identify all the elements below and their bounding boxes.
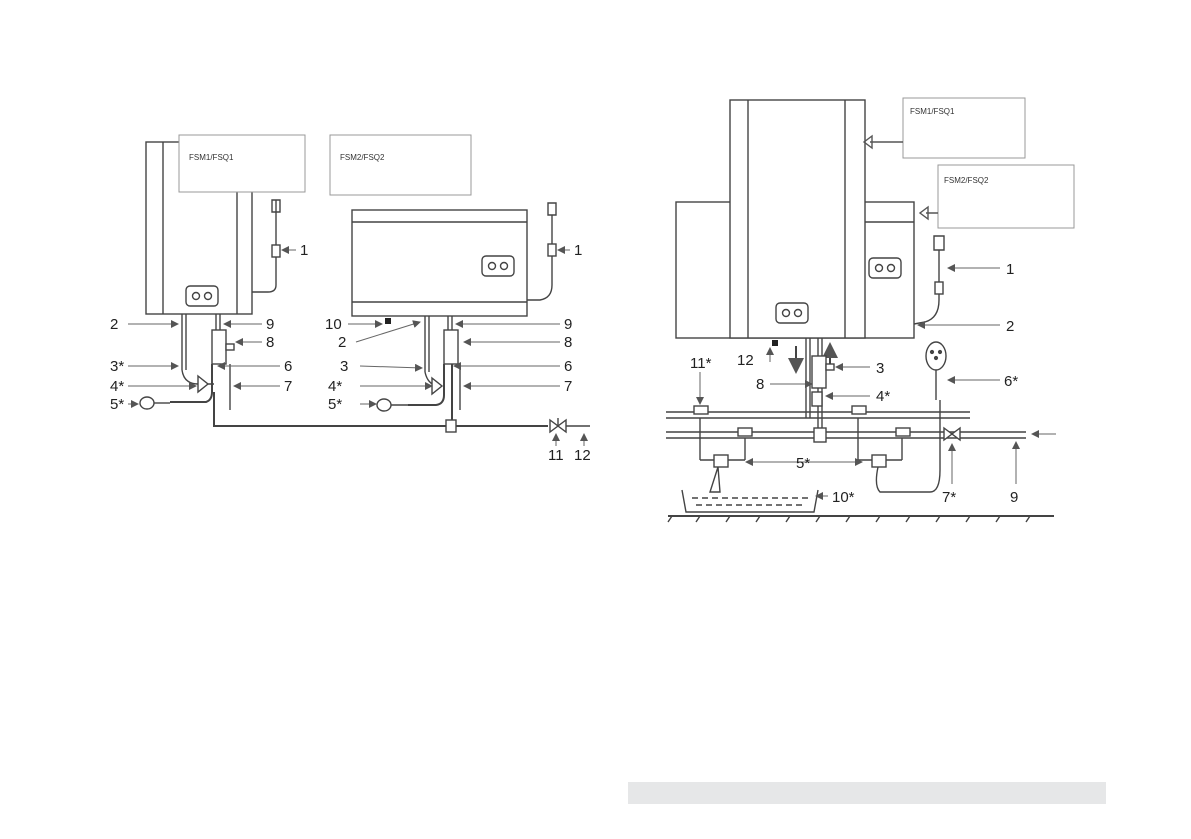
model-box-right-2-label: FSM2/FSQ2 xyxy=(944,176,989,185)
power-cable-2 xyxy=(527,202,557,301)
part-label: 12 xyxy=(574,447,591,464)
vertical-heater-right xyxy=(729,99,902,339)
right-part-labels: 1 2 3 4* 12 8 11* 5* 6* 10* 7* 9 xyxy=(690,261,1018,506)
part-label: 7* xyxy=(942,489,956,506)
part-label: 8 xyxy=(266,334,274,351)
part-label: 4* xyxy=(328,378,342,395)
right-model-labels: FSM1/FSQ1 FSM2/FSQ2 xyxy=(910,107,989,185)
model-box-right-1-label: FSM1/FSQ1 xyxy=(910,107,955,116)
part-label: 10* xyxy=(832,489,855,506)
leader-lines-left xyxy=(128,246,588,446)
part-label: 3* xyxy=(110,358,124,375)
model-box-left-1-label: FSM1/FSQ1 xyxy=(189,153,234,162)
part-label: 8 xyxy=(564,334,572,351)
part-label: 4* xyxy=(110,378,124,395)
right-figure xyxy=(666,97,1075,523)
part-label: 7 xyxy=(564,378,572,395)
left-figure xyxy=(128,134,590,446)
part-label: 9 xyxy=(564,316,572,333)
leader-lines-right xyxy=(696,264,1056,500)
part-label: 1 xyxy=(574,242,582,259)
power-cable-right xyxy=(913,235,945,325)
part-label: 3 xyxy=(340,358,348,375)
part-label: 5* xyxy=(328,396,342,413)
shower-head-right xyxy=(376,398,408,412)
part-label: 11 xyxy=(548,447,564,464)
horizontal-heater-left xyxy=(351,209,528,324)
part-label: 6* xyxy=(1004,373,1018,390)
part-label: 10 xyxy=(325,316,342,333)
part-label: 7 xyxy=(284,378,292,395)
piping-right-heater xyxy=(408,316,461,433)
model-box-right-1 xyxy=(902,97,1026,159)
part-label: 5* xyxy=(796,455,810,472)
model-box-left-1 xyxy=(178,134,306,193)
footer-bar xyxy=(628,782,1106,804)
part-label: 6 xyxy=(564,358,572,375)
model-box-right-2 xyxy=(937,164,1075,229)
part-label: 11* xyxy=(690,355,712,372)
part-label: 4* xyxy=(876,388,890,405)
part-label: 9 xyxy=(266,316,274,333)
part-label: 1 xyxy=(300,242,308,259)
power-cable-1 xyxy=(252,199,281,293)
part-label: 3 xyxy=(876,360,884,377)
model-box-left-2 xyxy=(329,134,472,196)
part-label: 5* xyxy=(110,396,124,413)
part-label: 8 xyxy=(756,376,764,393)
part-label: 1 xyxy=(1006,261,1014,278)
part-label: 2 xyxy=(110,316,118,333)
left-part-labels: 1 2 3* 4* 5* 9 8 6 7 1 10 2 3 4* 5* 9 8 … xyxy=(110,242,591,464)
left-model-labels: FSM1/FSQ1 FSM2/FSQ2 xyxy=(189,153,385,162)
part-label: 9 xyxy=(1010,489,1018,506)
part-label: 12 xyxy=(737,352,754,369)
floor xyxy=(667,515,1054,523)
part-label: 2 xyxy=(1006,318,1014,335)
piping-central xyxy=(666,338,1026,493)
part-label: 6 xyxy=(284,358,292,375)
bath-tub xyxy=(681,489,819,513)
piping-left-heater xyxy=(170,314,548,427)
hand-shower xyxy=(925,341,947,400)
part-label: 2 xyxy=(338,334,346,351)
model-box-left-2-label: FSM2/FSQ2 xyxy=(340,153,385,162)
stop-valve-11 xyxy=(549,418,590,434)
shower-head-left xyxy=(139,396,170,410)
